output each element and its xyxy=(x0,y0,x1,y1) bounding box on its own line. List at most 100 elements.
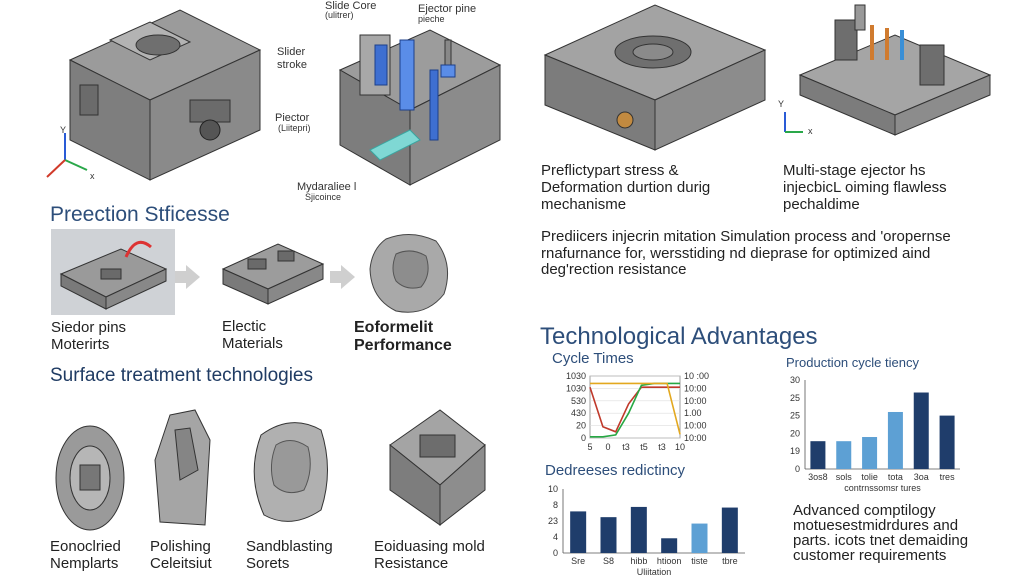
production-category-label: tres xyxy=(940,472,956,482)
process-step-3-image xyxy=(369,234,449,313)
axis-y-label-right: Y xyxy=(778,99,785,109)
surface-item-4-image xyxy=(389,409,486,527)
production-ytick: 20 xyxy=(790,428,800,438)
surface-title: Surface treatment technologies xyxy=(50,365,313,386)
dedreeses-bar xyxy=(661,538,678,553)
dedreeses-ytick: 10 xyxy=(548,484,558,494)
cycle-series-0-line xyxy=(589,386,680,433)
dedreeses-bar xyxy=(721,507,738,553)
production-ytick: 30 xyxy=(790,375,800,385)
production-ytick: 19 xyxy=(790,446,800,456)
cycle-series-2-line xyxy=(590,382,681,435)
cycle-plot-frame xyxy=(589,375,681,439)
label-slide-core: Slide Core xyxy=(325,0,377,12)
process-arrow-1 xyxy=(186,265,200,289)
surface-item-2-image xyxy=(154,409,211,526)
axis-gizmo-left xyxy=(46,133,88,178)
label-mydaraliee: Mydaraliee l xyxy=(297,181,357,193)
axis-y-label: Y xyxy=(60,125,67,135)
production-bar xyxy=(887,411,903,469)
axis-x-label: x xyxy=(90,171,95,181)
dedreeses-x-axis-label: Uliitation xyxy=(637,567,672,576)
process-step-2-image xyxy=(221,243,325,305)
production-category-label: 3os8 xyxy=(808,472,828,482)
process-step-3-label: Eoformelit Performance xyxy=(354,319,452,354)
cycle-xtick: t3 xyxy=(658,442,666,452)
dedreeses-bar xyxy=(600,517,617,553)
axis-x-label-right: x xyxy=(808,126,813,136)
process-arrow-2 xyxy=(341,265,355,289)
surface-item-1-label: Eonoclried Nemplarts xyxy=(50,538,121,572)
dedreeses-ytick: 8 xyxy=(553,500,558,510)
dedreeses-ytick: 23 xyxy=(548,516,558,526)
production-ytick: 0 xyxy=(795,464,800,474)
process-title: Preection Stficesse xyxy=(50,203,230,226)
surface-item-2-label: Polishing Celeitsiut xyxy=(150,538,212,572)
cycle-ytick-left: 530 xyxy=(571,396,586,406)
label-slider-stroke: Slider stroke xyxy=(277,46,307,72)
cycle-ytick-right: 1.00 xyxy=(684,408,702,418)
cycle-ytick-right: 10:00 xyxy=(684,396,707,406)
cycle-xtick: t5 xyxy=(640,442,648,452)
advanced-technology-text: Advanced comptilogy motuesestmidrdures a… xyxy=(793,502,969,564)
cycle-ytick-right: 10:00 xyxy=(684,383,707,393)
production-category-label: sols xyxy=(836,472,853,482)
cycle-xtick: 5 xyxy=(587,442,592,452)
process-step-1-label: Siedor pins Moterirts xyxy=(51,319,127,353)
dedreeses-category-label: S8 xyxy=(603,556,614,566)
multi-stage-ejector-illustration xyxy=(798,4,992,136)
cycle-ytick-left: 1030 xyxy=(566,371,586,381)
production-cycle-title: Production cycle tiency xyxy=(786,355,919,370)
dedreeses-category-label: tiste xyxy=(691,556,708,566)
dedreeses-category-label: hibb xyxy=(630,556,647,566)
cycle-ytick-right: 10:00 xyxy=(684,421,707,431)
production-bar xyxy=(913,392,929,469)
process-step-2-label: Electic Materials xyxy=(222,318,283,352)
dedreeses-category-label: Sre xyxy=(571,556,585,566)
surface-item-3-label: Sandblasting Sorets xyxy=(246,538,333,572)
dedreeses-bar xyxy=(570,511,587,553)
label-piector: Piector xyxy=(275,112,310,124)
cycle-ytick-right: 10 :00 xyxy=(684,371,709,381)
label-piector-sub: (Liitepri) xyxy=(278,123,311,133)
process-step-1-image xyxy=(51,229,175,315)
production-bar xyxy=(836,441,852,469)
mold-plate-illustration xyxy=(543,4,767,151)
cycle-times-title: Cycle Times xyxy=(552,350,634,367)
cycle-ytick-left: 1030 xyxy=(566,383,586,393)
advantages-title: Technological Advantages xyxy=(540,323,818,350)
surface-item-3-image xyxy=(253,422,328,522)
dedreeses-title: Dedreeses redictincy xyxy=(545,462,686,479)
multi-stage-ejector-text: Multi-stage ejector hs injecbicL oiming … xyxy=(783,162,947,213)
production-category-label: tolie xyxy=(861,472,878,482)
axis-gizmo-right xyxy=(784,112,803,133)
slide-core-illustration xyxy=(338,29,502,186)
surface-item-1-image xyxy=(55,425,125,531)
production-bar xyxy=(862,437,878,469)
dedreeses-ytick: 0 xyxy=(553,548,558,558)
simulation-paragraph: Prediicers injecrin mitation Simulation … xyxy=(541,228,951,278)
dedreeses-category-label: htioon xyxy=(657,556,682,566)
mold-base-illustration xyxy=(68,9,262,181)
process-arrow-2-shaft xyxy=(330,271,342,283)
cycle-xtick: 10 xyxy=(675,442,685,452)
production-ytick: 25 xyxy=(790,393,800,403)
cycle-xtick: 0 xyxy=(605,442,610,452)
dedreeses-bar xyxy=(630,506,647,553)
process-arrow-1-shaft xyxy=(175,271,187,283)
cycle-ytick-left: 20 xyxy=(576,421,586,431)
label-mydaraliee-sub: Sjicoince xyxy=(305,192,342,202)
production-bar xyxy=(939,415,955,469)
production-category-label: 3oa xyxy=(914,472,929,482)
cycle-xtick: t3 xyxy=(622,442,630,452)
production-ytick: 25 xyxy=(790,411,800,421)
cycle-ytick-left: 0 xyxy=(581,433,586,443)
label-ejector-pine: Ejector pine xyxy=(418,3,477,15)
surface-item-4-label: Eoiduasing mold Resistance xyxy=(374,538,485,572)
cycle-series-1-line xyxy=(590,382,680,438)
dedreeses-category-label: tbre xyxy=(722,556,738,566)
label-slide-core-sub: (ulitrer) xyxy=(325,10,354,20)
